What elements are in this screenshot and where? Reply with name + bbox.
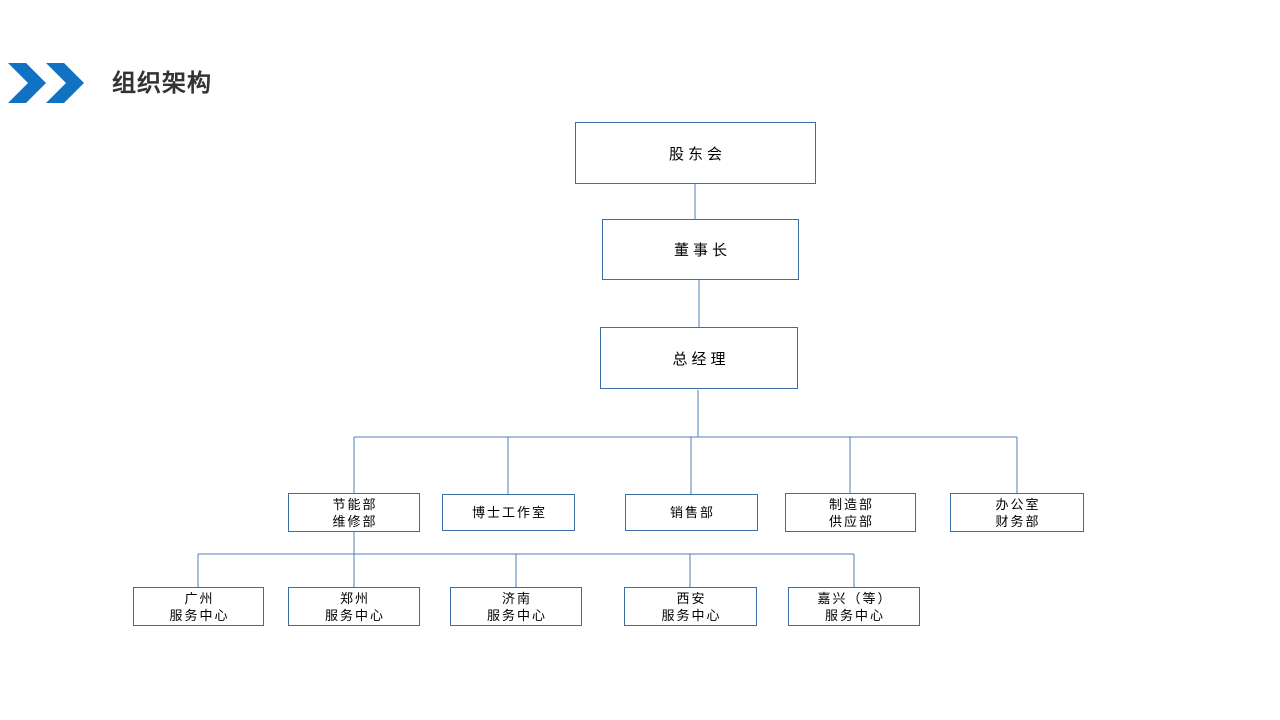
org-node-label: 股东会 xyxy=(668,145,726,163)
org-node-general-manager: 总经理 xyxy=(600,327,798,389)
org-node-label: 嘉兴（等） xyxy=(817,590,893,606)
org-node-label: 服务中心 xyxy=(661,607,722,623)
org-node-chairman: 董事长 xyxy=(602,219,799,280)
org-node-label: 维修部 xyxy=(332,513,378,529)
org-node-service-center-xian: 西安 服务中心 xyxy=(624,587,757,626)
org-node-label: 供应部 xyxy=(828,513,874,529)
org-node-service-center-jinan: 济南 服务中心 xyxy=(450,587,582,626)
org-node-label: 西安 xyxy=(676,590,707,606)
double-chevron-icon xyxy=(8,63,84,103)
org-node-label: 办公室 xyxy=(995,496,1041,512)
org-node-label: 财务部 xyxy=(995,513,1041,529)
org-node-label: 服务中心 xyxy=(824,607,885,623)
org-node-label: 总经理 xyxy=(672,350,730,368)
org-node-service-center-zhengzhou: 郑州 服务中心 xyxy=(288,587,420,626)
org-node-department-sales: 销售部 xyxy=(625,494,758,531)
org-node-service-center-jiaxing: 嘉兴（等） 服务中心 xyxy=(788,587,920,626)
org-node-label: 服务中心 xyxy=(324,607,385,623)
org-node-label: 制造部 xyxy=(828,496,874,512)
page-title: 组织架构 xyxy=(112,70,212,97)
org-node-label: 服务中心 xyxy=(169,607,230,623)
org-node-label: 董事长 xyxy=(673,242,731,259)
org-node-department-energy-maintenance: 节能部 维修部 xyxy=(288,493,420,532)
org-node-label: 节能部 xyxy=(332,496,378,512)
org-node-label: 销售部 xyxy=(669,505,715,520)
org-node-label: 博士工作室 xyxy=(471,505,547,520)
org-node-department-doctor-studio: 博士工作室 xyxy=(442,494,575,531)
org-node-department-manufacturing-supply: 制造部 供应部 xyxy=(785,493,916,532)
org-node-shareholders: 股东会 xyxy=(575,122,816,184)
org-node-label: 郑州 xyxy=(339,590,370,606)
org-node-label: 广州 xyxy=(184,590,215,606)
org-node-service-center-guangzhou: 广州 服务中心 xyxy=(133,587,264,626)
org-node-department-office-finance: 办公室 财务部 xyxy=(950,493,1084,532)
org-node-label: 服务中心 xyxy=(486,607,547,623)
org-node-label: 济南 xyxy=(501,590,532,606)
